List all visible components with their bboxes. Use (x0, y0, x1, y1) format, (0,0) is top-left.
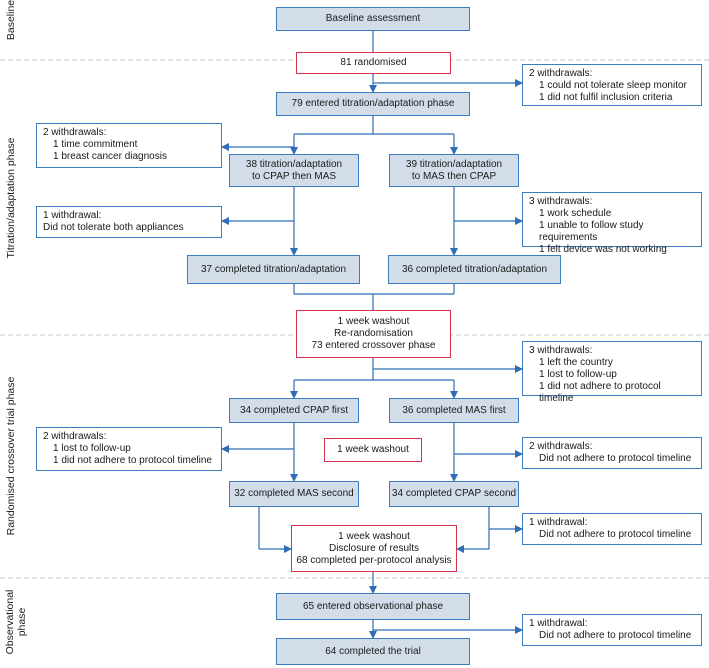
withdrawal-box-mas-then-cpap: 3 withdrawals: 1 work schedule 1 unable … (522, 192, 702, 255)
baseline-assessment-box: Baseline assessment (276, 7, 470, 31)
phase-label-crossover: Randomised crossover trial phase (5, 376, 17, 536)
withdrawal-box-observational: 1 withdrawal: Did not adhere to protocol… (522, 614, 702, 646)
cpap-first-box: 34 completed CPAP first (229, 398, 359, 423)
withdrawal-box-cpap-then-mas: 1 withdrawal: Did not tolerate both appl… (36, 206, 222, 238)
completed-titration-right-box: 36 completed titration/adaptation (388, 255, 561, 284)
randomised-box: 81 randomised (296, 52, 451, 74)
cpap-second-box: 34 completed CPAP second (389, 481, 519, 507)
cpap-then-mas-box: 38 titration/adaptation to CPAP then MAS (229, 154, 359, 187)
withdrawal-box-cpap-second: 1 withdrawal: Did not adhere to protocol… (522, 513, 702, 545)
mas-second-box: 32 completed MAS second (229, 481, 359, 507)
entered-titration-box: 79 entered titration/adaptation phase (276, 92, 470, 116)
washout-rerandomisation-box: 1 week washout Re-randomisation 73 enter… (296, 310, 451, 358)
phase-label-baseline: Baseline (5, 0, 17, 41)
washout-box: 1 week washout (324, 438, 422, 462)
mas-first-box: 36 completed MAS first (389, 398, 519, 423)
completed-trial-box: 64 completed the trial (276, 638, 470, 665)
entered-observational-box: 65 entered observational phase (276, 593, 470, 620)
withdrawal-box-randomisation: 2 withdrawals: 1 could not tolerate slee… (522, 64, 702, 106)
mas-then-cpap-box: 39 titration/adaptation to MAS then CPAP (389, 154, 519, 187)
withdrawal-box-mas-first: 2 withdrawals: Did not adhere to protoco… (522, 437, 702, 469)
washout-disclosure-box: 1 week washout Disclosure of results 68 … (291, 525, 457, 572)
withdrawal-box-crossover-start: 3 withdrawals: 1 left the country 1 lost… (522, 341, 702, 404)
phase-label-observational: Observational phase (4, 589, 28, 655)
withdrawal-box-cpap-first: 2 withdrawals: 1 lost to follow-up 1 did… (36, 427, 222, 471)
completed-titration-left-box: 37 completed titration/adaptation (187, 255, 360, 284)
phase-label-titration: Titration/adaptation phase (5, 137, 17, 259)
withdrawal-box-titration-split: 2 withdrawals: 1 time commitment 1 breas… (36, 123, 222, 168)
